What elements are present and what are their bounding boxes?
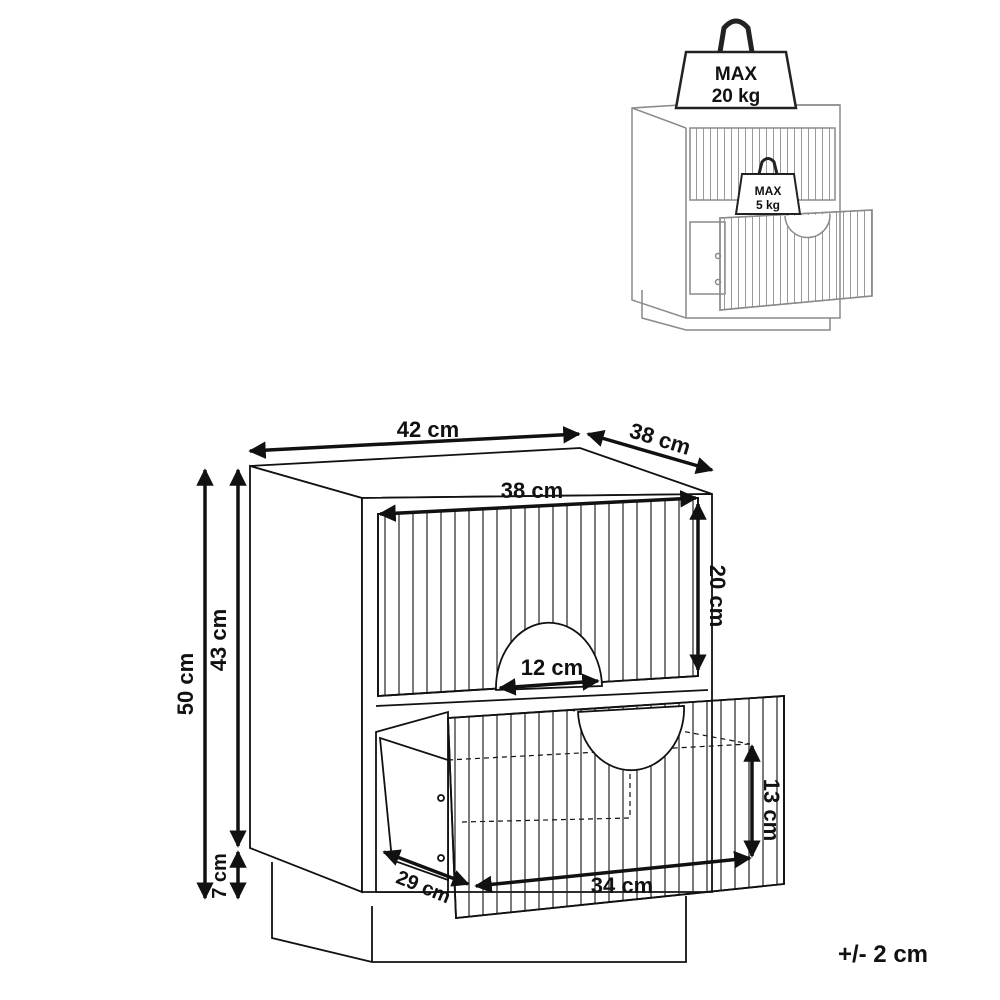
max-5kg-weight-icon [734,157,802,215]
tolerance-note: +/- 2 cm [838,941,928,968]
main-nightstand [249,447,785,963]
drawer-height-label: 20 cm [705,565,730,627]
inner-width-label: 34 cm [591,873,653,898]
height-total-label: 50 cm [173,653,198,715]
width-label: 42 cm [397,417,459,442]
drawer-width-label: 38 cm [501,478,563,503]
height-body-label: 43 cm [206,609,231,671]
max-value-top: 20 kg [712,86,761,107]
dimension-lines [196,426,761,900]
max-label-drawer: MAX [755,184,782,198]
max-label-top: MAX [715,64,758,85]
plinth-height-label: 7 cm [209,853,231,899]
inner-height-label: 13 cm [759,779,784,841]
max-20kg-weight-icon [674,18,798,110]
thumbnail-nightstand [631,104,873,331]
handle-width-label: 12 cm [521,655,583,680]
max-value-drawer: 5 kg [756,198,780,212]
